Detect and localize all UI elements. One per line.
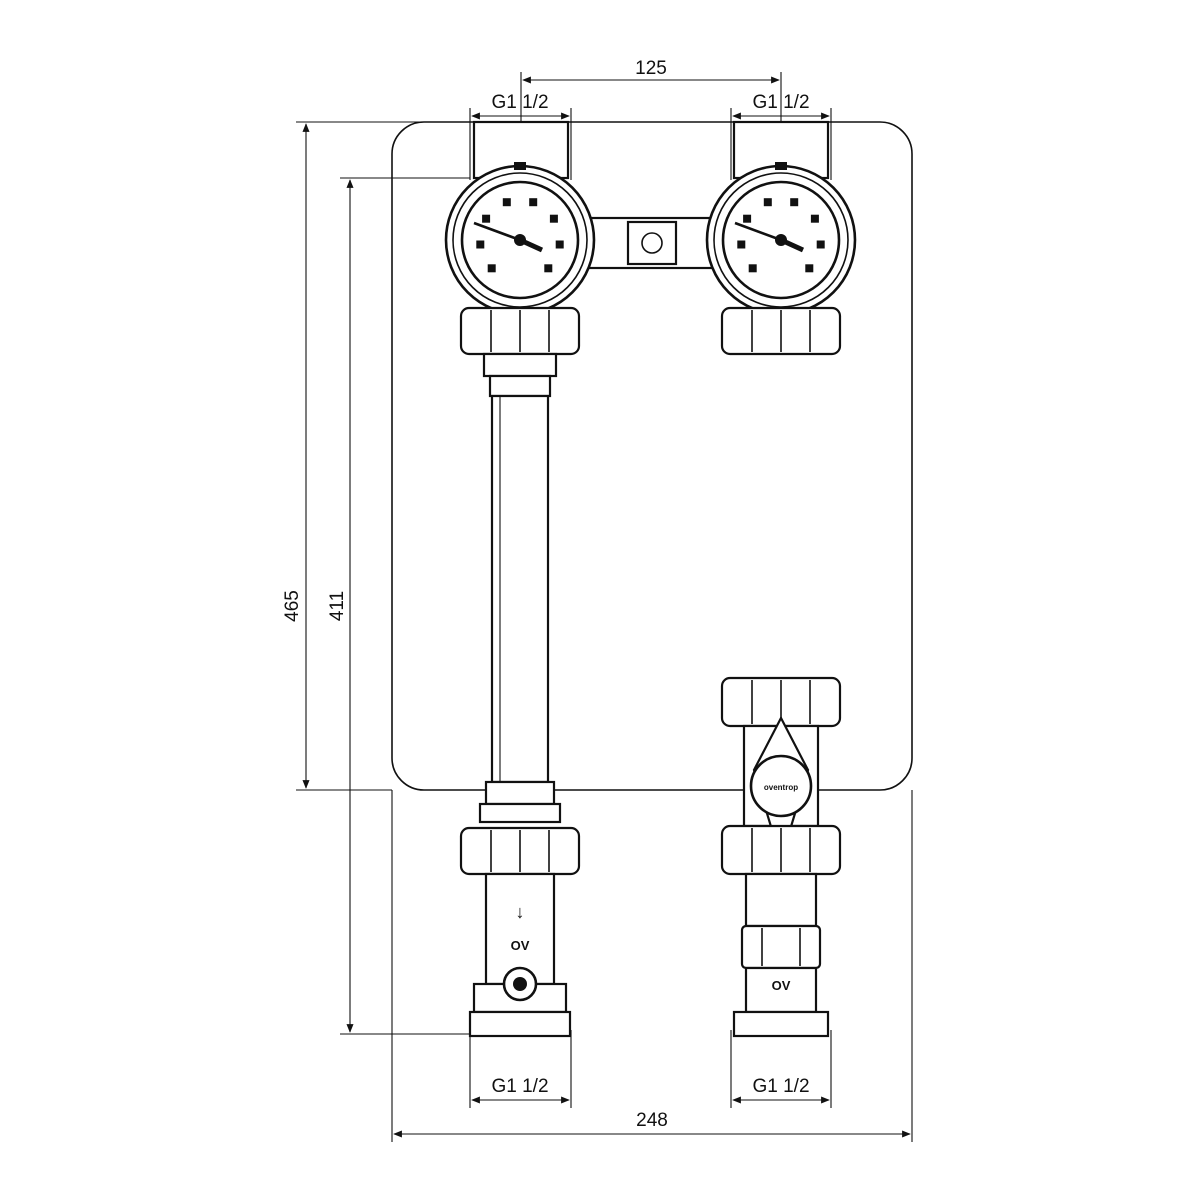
- right-thermometer-gauge: [705, 162, 857, 316]
- left-top-union-nut: [459, 306, 581, 398]
- right-bottom-union-nut: [720, 824, 842, 876]
- dimension-total-width-label: 248: [636, 1110, 668, 1131]
- gauge-tick: [544, 264, 553, 273]
- dimension-top-left-thread: G1 1/2: [469, 92, 572, 180]
- gauge-tick: [763, 198, 772, 207]
- gauge-tick: [805, 264, 814, 273]
- gauge-tick: [816, 240, 825, 249]
- dimension-bottom-right-thread-label: G1 1/2: [752, 1076, 809, 1097]
- dimension-total-height-label: 465: [282, 590, 303, 622]
- gauge-tick: [549, 214, 558, 223]
- connection-bridge: [584, 216, 722, 270]
- right-top-union-nut: [720, 306, 842, 356]
- dimension-top-right-thread: G1 1/2: [730, 92, 832, 180]
- dimension-top-spacing-label: 125: [635, 58, 667, 79]
- gauge-tick: [748, 264, 757, 273]
- dimension-total-width: 248: [391, 790, 913, 1142]
- dimension-bottom-left-thread: G1 1/2: [469, 1030, 572, 1108]
- left-valve-marking: OV: [511, 938, 530, 953]
- gauge-tick: [487, 264, 496, 273]
- gauge-tick: [502, 198, 511, 207]
- left-pipe: [478, 394, 562, 824]
- gauge-tick: [737, 240, 746, 249]
- gauge-tick: [482, 214, 491, 223]
- left-thermometer-gauge: [444, 162, 596, 316]
- right-valve-marking: OV: [772, 978, 791, 993]
- dimension-inner-height-label: 411: [327, 591, 348, 621]
- left-bottom-union-nut: [459, 826, 581, 876]
- right-ball-valve: oventrop: [742, 715, 820, 864]
- dimension-inner-height: 411: [327, 177, 470, 1035]
- dimension-total-height: 465: [282, 121, 440, 791]
- left-bottom-valve: ↓ OV: [468, 872, 572, 1038]
- dimension-top-left-thread-label: G1 1/2: [491, 92, 548, 113]
- brand-logo-text: oventrop: [764, 783, 798, 792]
- dimension-bottom-right-thread: G1 1/2: [730, 1030, 832, 1108]
- mounting-plate: [391, 121, 913, 791]
- flow-direction-arrow: ↓: [516, 902, 525, 922]
- gauge-tick: [810, 214, 819, 223]
- dimension-top-right-thread-label: G1 1/2: [752, 92, 809, 113]
- gauge-tick: [743, 214, 752, 223]
- gauge-tick: [555, 240, 564, 249]
- right-bottom-valve: OV: [732, 872, 830, 1038]
- gauge-tick: [790, 198, 799, 207]
- gauge-tick: [476, 240, 485, 249]
- gauge-tick: [529, 198, 538, 207]
- dimension-bottom-left-thread-label: G1 1/2: [491, 1076, 548, 1097]
